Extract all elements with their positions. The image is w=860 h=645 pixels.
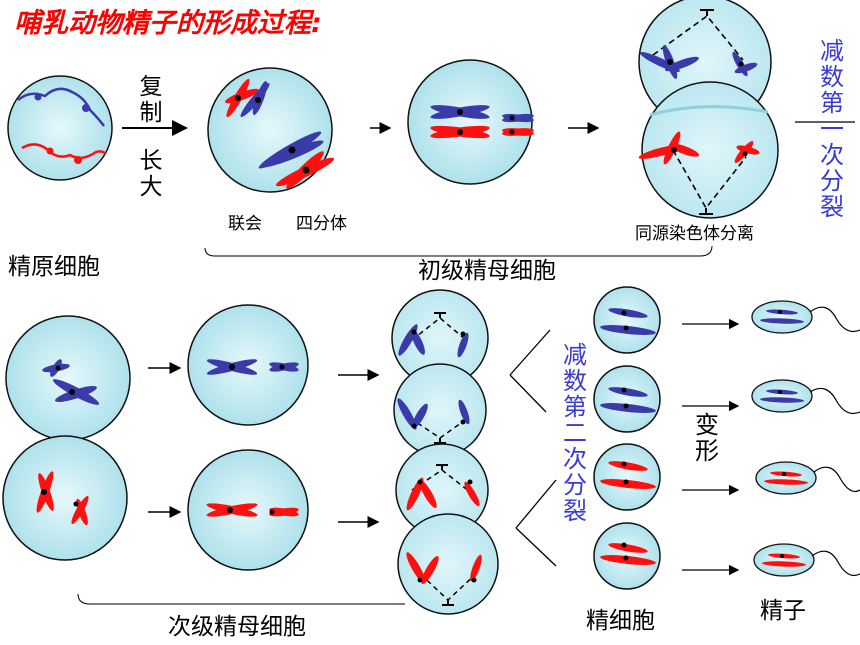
secondary-spermatocyte-red-metaphase <box>187 449 309 571</box>
secondary-spermatocyte-red <box>2 435 128 561</box>
metaphase-one-cell <box>407 59 534 185</box>
sperm-cells <box>751 300 860 577</box>
secondary-bracket <box>77 593 405 605</box>
transform-label: 变形 <box>695 411 719 465</box>
secondary-spermatocyte-blue-metaphase <box>187 304 309 426</box>
grow-label: 长大 <box>139 148 163 200</box>
primary-spermatocyte-cell <box>207 67 335 193</box>
anaphase-one-cell <box>638 0 779 219</box>
homolog-separation-label: 同源染色体分离 <box>635 224 754 244</box>
primary-bracket <box>204 245 713 257</box>
secondary-spermatocyte-label: 次级精母细胞 <box>168 614 306 640</box>
page-title: 哺乳动物精子的形成过程: <box>14 8 322 39</box>
transform-arrows <box>682 318 740 576</box>
spermatogonium-label: 精原细胞 <box>8 254 100 280</box>
sperm-label: 精子 <box>760 598 806 624</box>
primary-spermatocyte-label: 初级精母细胞 <box>418 258 556 284</box>
anaphase-two-cell-blue <box>391 289 489 457</box>
spermatid-label: 精细胞 <box>586 608 655 634</box>
synapsis-label: 联会 <box>228 214 262 234</box>
spermatogonium-cell <box>7 75 113 181</box>
replicate-label: 复制 <box>139 74 163 126</box>
meiosis-one-label: 减数第一次分裂 <box>820 37 844 221</box>
anaphase-two-cell-red <box>395 443 499 615</box>
tetrad-label: 四分体 <box>296 214 347 234</box>
meiosis-two-label: 减数第二次分裂 <box>563 341 587 525</box>
branch-lines <box>509 329 557 567</box>
spermatid-cells <box>593 286 661 590</box>
secondary-spermatocyte-blue <box>5 315 131 441</box>
